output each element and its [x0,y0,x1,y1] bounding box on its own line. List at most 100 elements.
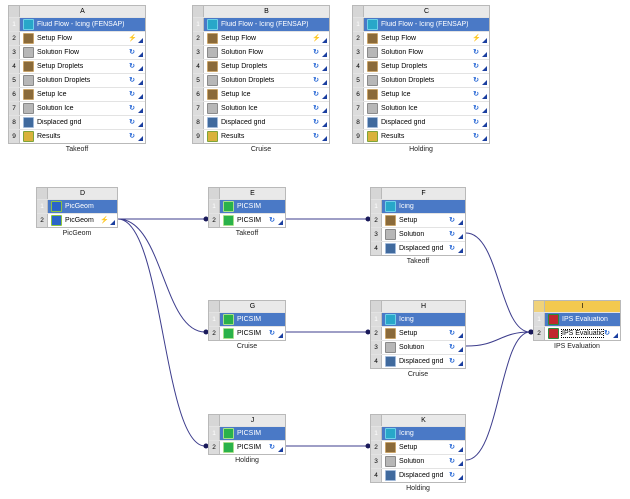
refresh-required-icon: ↻ [313,90,319,98]
cell-label: PicGeom [65,217,94,224]
system-header[interactable]: E [209,188,285,199]
setup-icon [385,215,396,226]
cell-label: Solution Flow [37,49,80,56]
corner-triangle-icon [458,333,463,338]
system-caption[interactable]: Holding [406,485,430,492]
solution-icon [23,47,34,58]
system-header[interactable]: G [209,301,285,312]
row-number: 2 [37,214,48,227]
system-caption[interactable]: Holding [409,146,433,153]
solution-icon [23,75,34,86]
system-caption[interactable]: Holding [235,457,259,464]
system-caption[interactable]: Cruise [407,371,429,378]
system-caption[interactable]: Takeoff [65,146,89,153]
grid-icon [385,243,396,254]
system-header[interactable]: A [9,6,145,17]
system-header[interactable]: F [371,188,465,199]
system-header[interactable]: I [534,301,620,312]
setup-icon [367,89,378,100]
system-header[interactable]: J [209,415,285,426]
system-caption[interactable]: Takeoff [235,230,259,237]
refresh-required-icon: ↻ [313,48,319,56]
system-header[interactable]: K [371,415,465,426]
refresh-required-icon: ↻ [449,357,455,365]
system-header[interactable]: H [371,301,465,312]
system-caption[interactable]: Cruise [250,146,272,153]
refresh-required-icon: ↻ [129,76,135,84]
system-header[interactable]: D [37,188,117,199]
header-corner [193,6,204,17]
system-caption[interactable]: Cruise [236,343,258,350]
solution-icon [367,47,378,58]
cell-label: Results [37,133,61,140]
system-caption[interactable]: PicGeom [62,230,92,237]
system-caption[interactable]: IPS Evaluation [554,343,600,350]
system-header[interactable]: C [353,6,489,17]
system-header[interactable]: B [193,6,329,17]
system-caption[interactable]: Takeoff [406,258,430,265]
corner-triangle-icon [138,66,143,71]
corner-triangle-icon [482,122,487,127]
